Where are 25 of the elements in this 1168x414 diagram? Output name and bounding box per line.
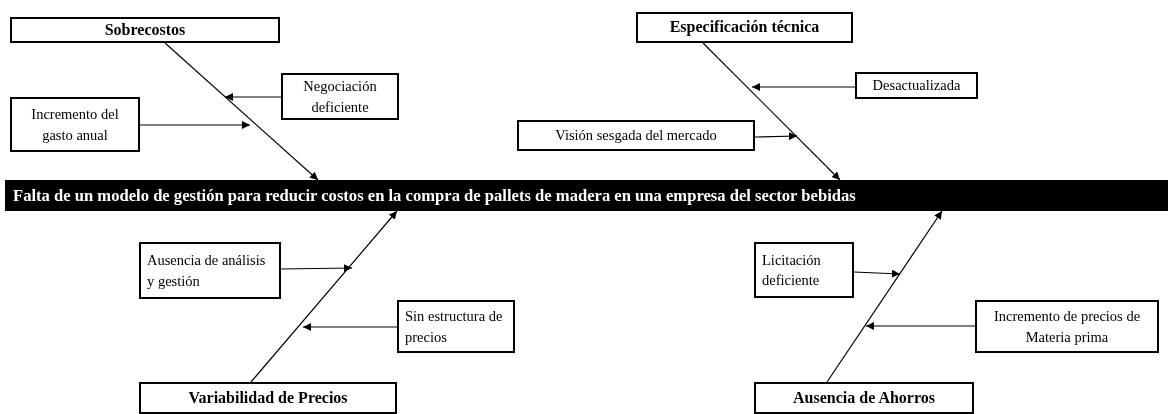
cause-box: Desactualizada: [855, 72, 978, 99]
cause-box: Incremento de precios de Materia prima: [975, 300, 1159, 353]
arrow: [853, 269, 901, 278]
category-box: Ausencia de Ahorros: [754, 382, 974, 414]
arrow: [139, 121, 251, 129]
arrow: [754, 132, 798, 141]
bone-arrow: [826, 210, 943, 383]
category-box: Sobrecostos: [10, 17, 280, 43]
bone-arrow: [250, 210, 398, 383]
arrow: [224, 93, 282, 101]
bone-arrow: [164, 42, 319, 181]
arrow: [302, 323, 398, 331]
arrow: [865, 322, 976, 330]
cause-box: Sin estructura de precios: [397, 300, 515, 353]
cause-box: Visión sesgada del mercado: [517, 120, 755, 151]
bone-arrow: [702, 42, 841, 181]
cause-box: Licitación deficiente: [754, 242, 854, 298]
effect-band: Falta de un modelo de gestión para reducir costos en la compra de pallets de madera en una empresa del sector bebidas: [5, 180, 1168, 211]
cause-box: Negociación deficiente: [281, 73, 399, 120]
category-box: Especificación técnica: [636, 12, 853, 43]
cause-box: Ausencia de análisis y gestión: [139, 242, 281, 299]
arrow: [751, 83, 856, 91]
category-box: Variabilidad de Precios: [139, 382, 397, 414]
cause-box: Incremento del gasto anual: [10, 97, 140, 152]
arrow: [280, 264, 353, 273]
